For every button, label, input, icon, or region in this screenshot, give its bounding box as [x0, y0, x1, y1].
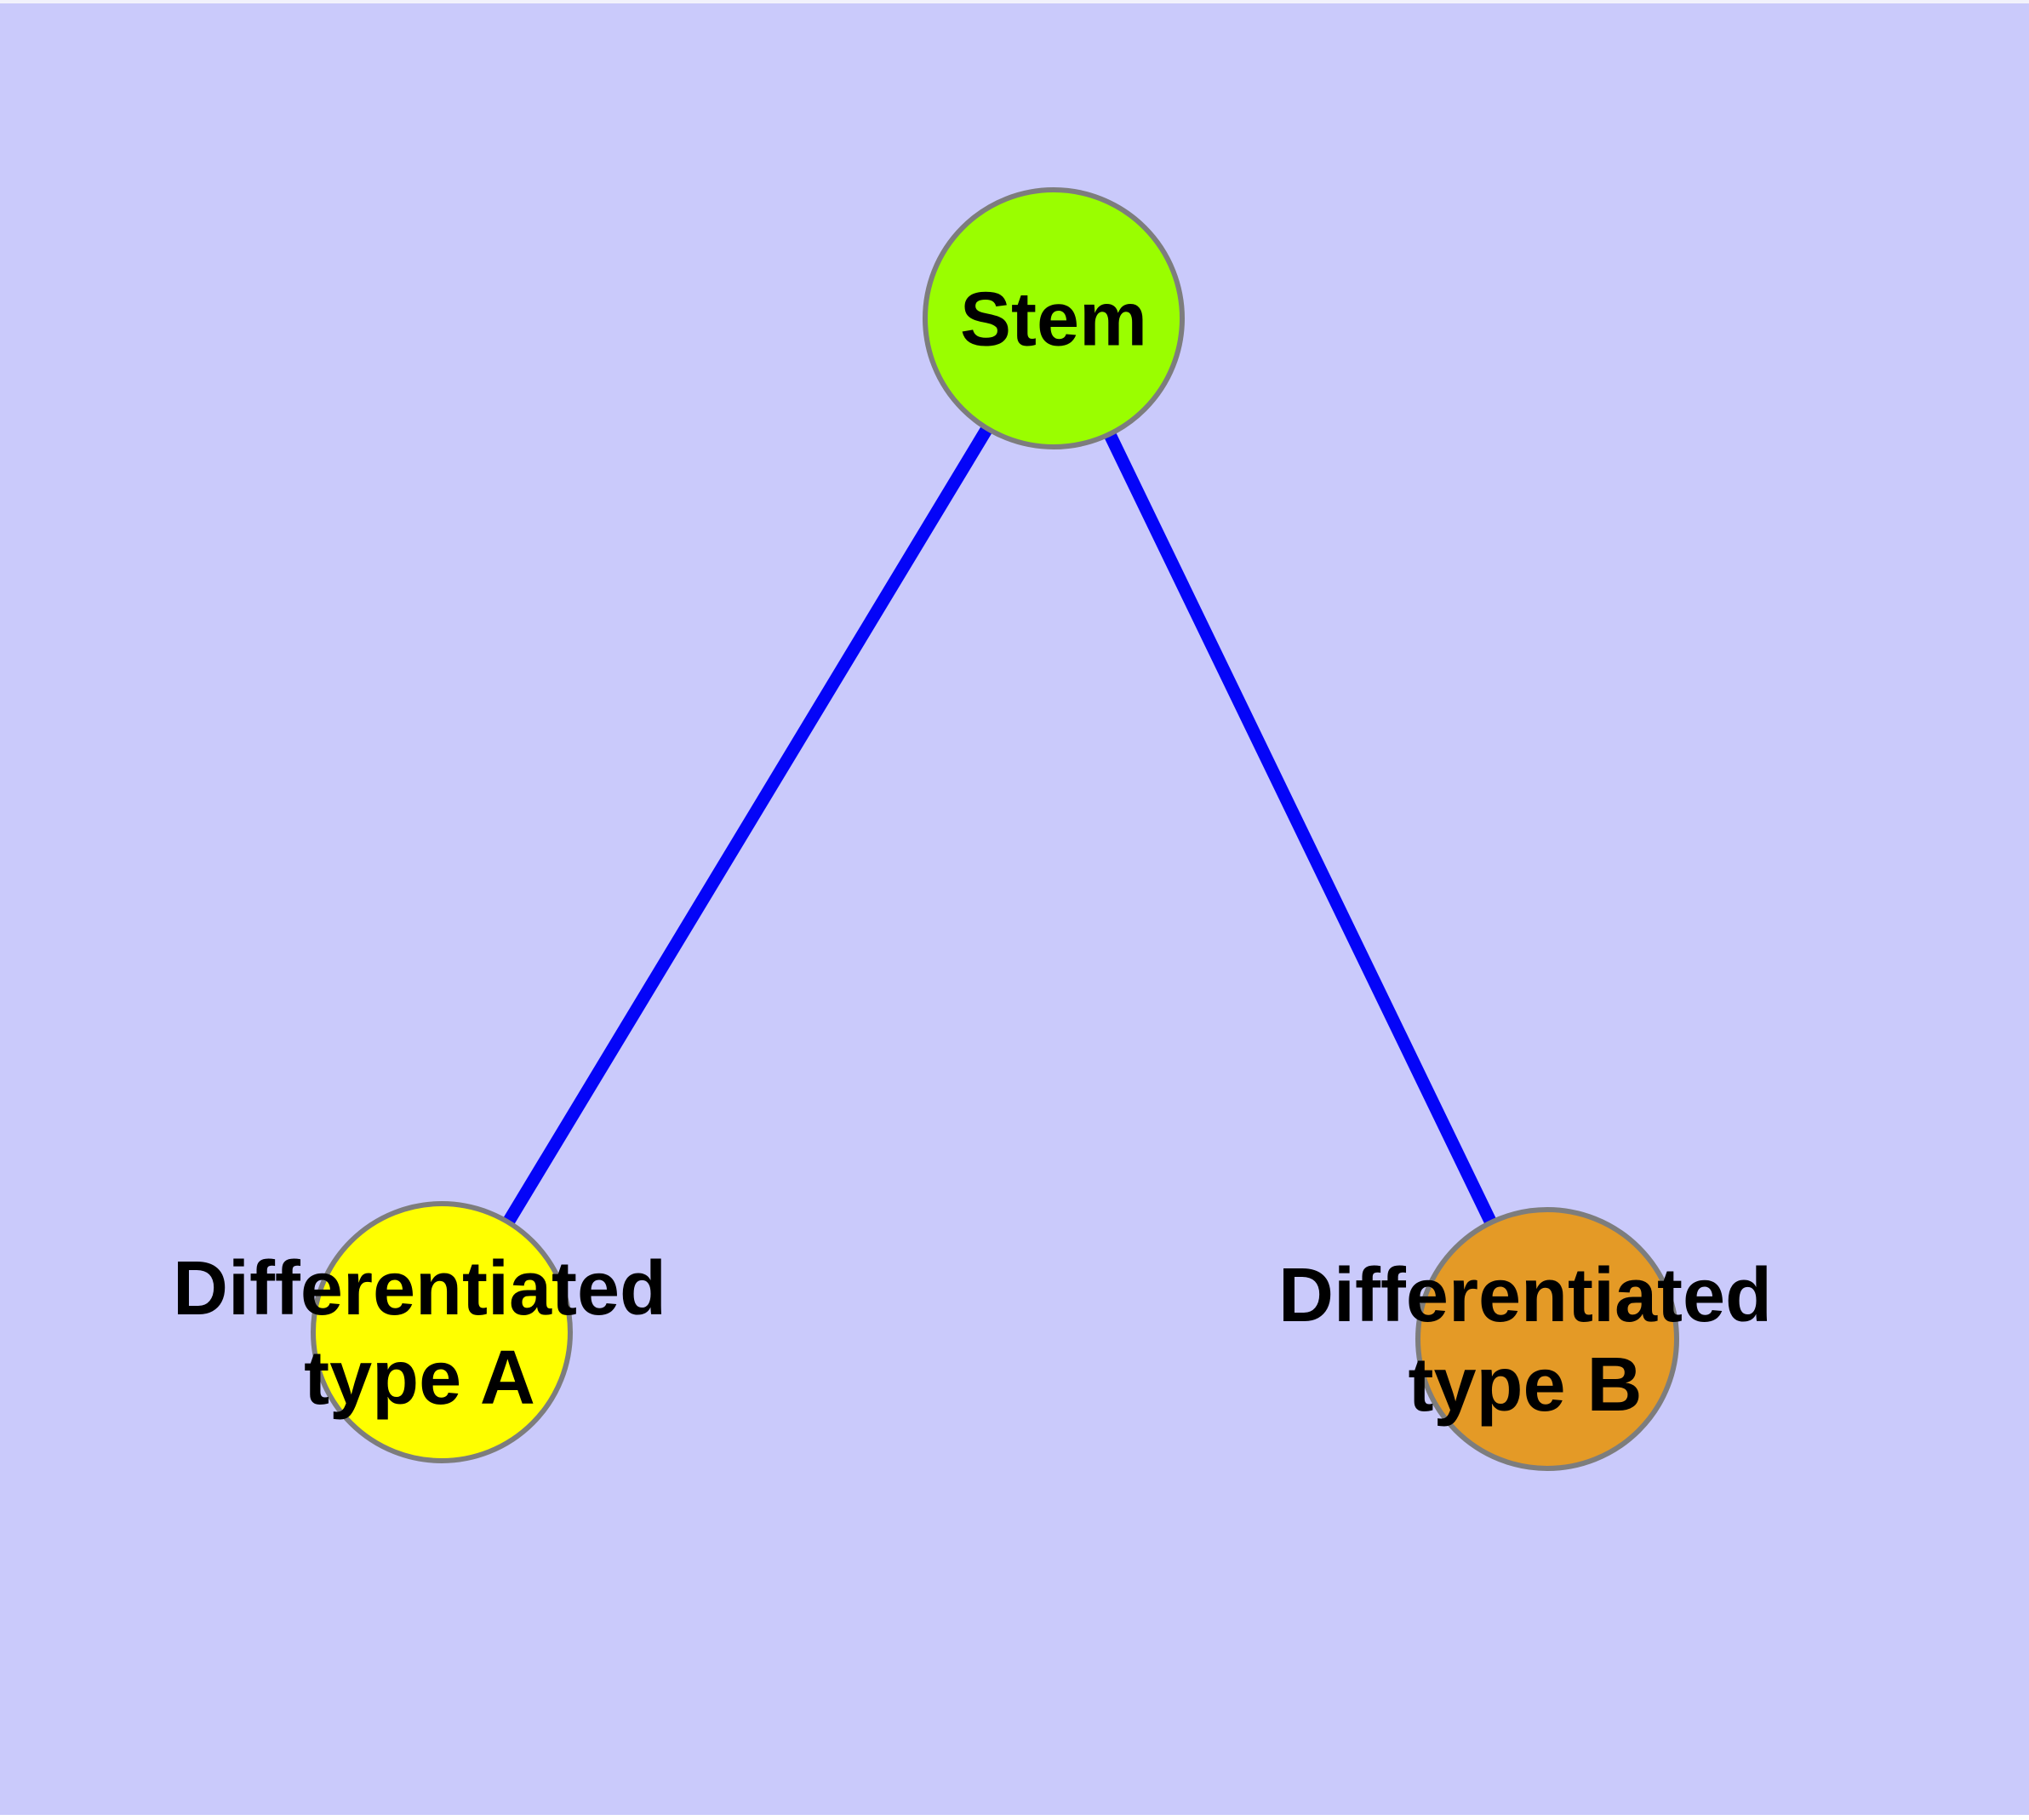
node-differentiated-type-a-label-line-1: Differentiated: [173, 1246, 666, 1331]
node-differentiated-type-b-label-line-2: type B: [1408, 1342, 1642, 1428]
node-differentiated-type-b-circle: [1415, 1207, 1679, 1471]
edge-stem-to-differentiated-type-a: [436, 315, 1060, 1336]
node-stem-label: Stem: [960, 278, 1147, 363]
node-differentiated-type-b-label-line-1: Differentiated: [1278, 1253, 1772, 1338]
node-differentiated-type-a-circle: [311, 1201, 573, 1463]
node-stem-label-line-1: Stem: [960, 278, 1147, 363]
edge-stem-to-differentiated-type-b: [1048, 315, 1553, 1342]
node-differentiated-type-a-label-line-2: type A: [304, 1336, 535, 1421]
plot-top-margin: [0, 0, 2029, 3]
node-stem-circle: [923, 187, 1185, 449]
plot-bottom-margin: [0, 1815, 2029, 1820]
